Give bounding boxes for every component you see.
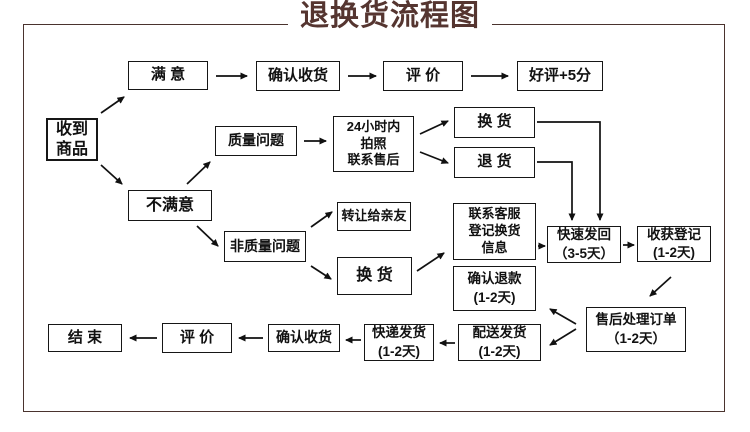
node-confirm-refund: 确认退款 (1-2天) [453,266,536,311]
node-good-review: 好评+5分 [517,61,603,91]
node-evaluate-top: 评 价 [383,61,463,91]
node-unsatisfied: 不满意 [128,190,212,221]
node-non-quality-issue: 非质量问题 [224,231,306,262]
node-confirm-receipt-top: 确认收货 [256,61,340,91]
node-within-24h: 24小时内 拍照 联系售后 [333,116,414,172]
node-end: 结 束 [48,324,122,352]
node-receipt-register: 收获登记 (1-2天) [637,226,711,262]
node-exchange-mid: 换 货 [337,257,412,295]
node-receive-goods: 收到 商品 [46,118,98,161]
node-aftersales-process: 售后处理订单 （1-2天） [586,307,686,352]
node-transfer-to-friends: 转让给亲友 [337,202,411,231]
node-confirm-receipt-bottom: 确认收货 [268,324,340,352]
node-express-delivery: 快递发货 (1-2天) [364,324,434,361]
node-contact-service: 联系客服 登记换货 信息 [453,203,536,260]
node-evaluate-bottom: 评 价 [162,323,232,353]
node-exchange-right: 换 货 [454,107,535,138]
node-return-goods: 退 货 [454,147,535,178]
node-fast-send-back: 快速发回 （3-5天） [547,226,621,263]
node-satisfied: 满 意 [128,61,208,90]
node-dispatch-delivery: 配送发货 (1-2天) [458,324,541,361]
page-title: 退换货流程图 [288,0,493,32]
node-quality-issue: 质量问题 [215,126,297,156]
